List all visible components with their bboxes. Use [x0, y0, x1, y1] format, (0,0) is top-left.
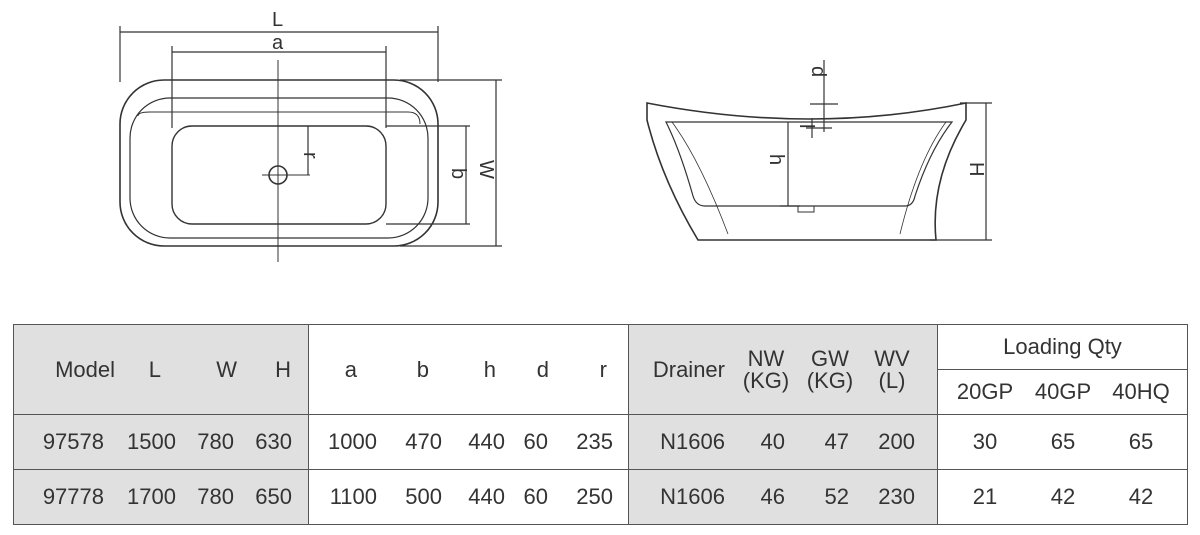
dim-label-L: L — [272, 9, 283, 31]
dim-label-W: W — [475, 160, 497, 179]
cell-H: 650 — [255, 484, 292, 509]
header-d: d — [536, 356, 549, 382]
cell-b: 470 — [405, 429, 442, 454]
tub-inner-wall — [665, 121, 954, 207]
row-group-model: 97578 1500 780 630 — [13, 414, 309, 470]
row-group-dims: 1100 500 440 60 250 — [308, 469, 629, 525]
header-40gp: 40GP — [1034, 379, 1092, 404]
cell-h: 440 — [468, 429, 505, 454]
header-L: L — [148, 356, 161, 382]
cell-r: 235 — [576, 429, 613, 454]
tub-outer-rim — [119, 79, 439, 247]
tub-inner-rim — [129, 97, 429, 239]
cell-model: 97778 — [42, 484, 104, 509]
table-row: 97578 1500 780 630 1000 470 440 60 235 N… — [13, 414, 1188, 470]
header-gw: GW (KG) — [806, 345, 854, 393]
row-group-loading: 30 65 65 — [937, 414, 1188, 470]
cell-h: 440 — [468, 484, 505, 509]
drain-fitting — [797, 205, 815, 213]
tub-basin — [171, 125, 387, 225]
header-group-model: Model L W H — [13, 324, 309, 415]
header-b: b — [416, 356, 429, 382]
cell-nw: 40 — [760, 429, 785, 454]
header-group-dims: a b h d r — [308, 324, 629, 415]
cell-b: 500 — [405, 484, 442, 509]
header-nw: NW (KG) — [742, 345, 790, 393]
tub-side-profile — [646, 102, 967, 241]
header-drainer: Drainer — [652, 356, 725, 382]
row-group-loading: 21 42 42 — [937, 469, 1188, 525]
header-40hq: 40HQ — [1112, 379, 1170, 404]
dim-label-h: h — [765, 154, 787, 165]
dim-label-b: b — [447, 168, 469, 179]
technical-drawings: L a r b W d l h H — [119, 9, 992, 262]
header-W: W — [216, 356, 237, 382]
cell-wv: 230 — [878, 484, 915, 509]
dim-label-d: d — [807, 66, 829, 77]
table-row: 97778 1700 780 650 1100 500 440 60 250 N… — [13, 469, 1188, 525]
cell-L: 1500 — [127, 429, 176, 454]
cell-model: 97578 — [42, 429, 104, 454]
header-20gp: 20GP — [956, 379, 1014, 404]
header-group-drainer: Drainer NW (KG) GW (KG) WV (L) — [628, 324, 938, 415]
cell-H: 630 — [255, 429, 292, 454]
cell-gw: 52 — [824, 484, 849, 509]
cell-drainer: N1606 — [660, 429, 725, 454]
cell-nw: 46 — [760, 484, 785, 509]
cell-W: 780 — [197, 484, 234, 509]
header-wv: WV (L) — [874, 345, 910, 393]
header-loading-sub: 20GP 40GP 40HQ — [937, 369, 1188, 415]
row-group-drainer: N1606 46 52 230 — [628, 469, 938, 525]
header-a: a — [344, 356, 357, 382]
cell-40gp: 65 — [1050, 429, 1076, 454]
cell-W: 780 — [197, 429, 234, 454]
dim-label-l: l — [795, 124, 817, 128]
dim-label-r: r — [299, 152, 321, 159]
dim-label-H: H — [965, 162, 987, 176]
cell-d: 60 — [523, 429, 548, 454]
header-r: r — [599, 356, 607, 382]
dim-label-a: a — [272, 32, 284, 54]
cell-L: 1700 — [127, 484, 176, 509]
row-group-model: 97778 1700 780 650 — [13, 469, 309, 525]
row-group-drainer: N1606 40 47 200 — [628, 414, 938, 470]
cell-gw: 47 — [824, 429, 849, 454]
cell-a: 1000 — [328, 429, 377, 454]
cell-20gp: 30 — [972, 429, 998, 454]
cell-a: 1100 — [329, 484, 377, 509]
header-h: h — [483, 356, 496, 382]
loading-qty-title: Loading Qty — [1003, 334, 1122, 359]
row-group-dims: 1000 470 440 60 235 — [308, 414, 629, 470]
cell-r: 250 — [576, 484, 613, 509]
cell-40gp: 42 — [1050, 484, 1076, 509]
header-row: Model L W H a b h d r Drainer NW (KG) GW… — [13, 324, 1188, 415]
cell-d: 60 — [523, 484, 548, 509]
cell-wv: 200 — [878, 429, 915, 454]
side-view-drawing — [646, 60, 992, 241]
header-H: H — [275, 356, 291, 382]
cell-20gp: 21 — [972, 484, 998, 509]
top-view-drawing — [119, 26, 502, 262]
cell-drainer: N1606 — [660, 484, 725, 509]
header-model: Model — [55, 356, 115, 382]
cell-40hq: 65 — [1128, 429, 1154, 454]
header-subrow: 20GP 40GP 40HQ — [14, 369, 1188, 415]
spec-table: Model L W H a b h d r Drainer NW (KG) GW… — [13, 324, 1188, 525]
tub-inner-lip — [137, 111, 421, 125]
header-loading-qty: Loading Qty — [937, 324, 1188, 370]
cell-40hq: 42 — [1128, 484, 1154, 509]
